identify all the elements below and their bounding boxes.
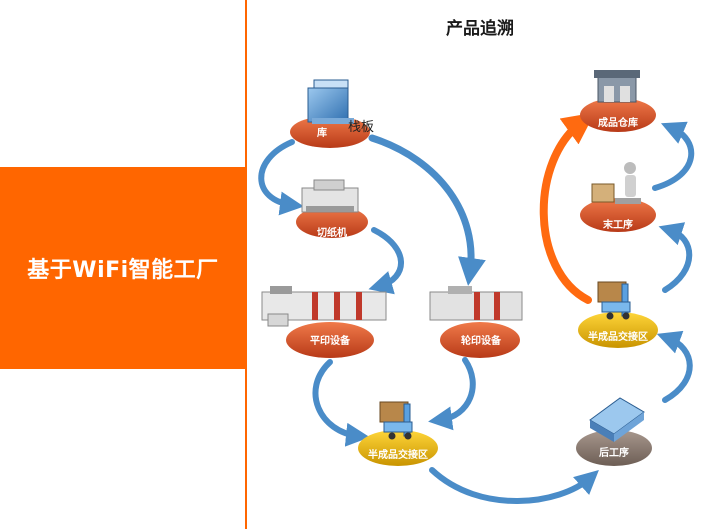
left-banner: 基于WiFi智能工厂 — [0, 167, 246, 369]
node-label-rotary-press: 轮印设备 — [461, 334, 502, 347]
node-paper-cutter: 切纸机 — [296, 179, 368, 239]
worker-packing-icon — [591, 162, 641, 204]
node-rotary-press: 轮印设备 — [429, 286, 523, 358]
stacked-sheets-icon — [589, 397, 645, 442]
forklift-icon — [597, 281, 631, 320]
banner-heading: 基于WiFi智能工厂 — [27, 258, 219, 283]
offset-press-icon — [261, 286, 387, 327]
node-semi-exchange-right: 半成品交接区 — [578, 281, 658, 348]
node-label-semi-exchange-bottom: 半成品交接区 — [368, 448, 428, 461]
vertical-divider — [245, 0, 247, 529]
arrow-final-to-finished — [652, 121, 695, 191]
node-semi-exchange-bottom: 半成品交接区 — [358, 401, 438, 466]
node-label-finished-warehouse: 成品仓库 — [598, 116, 638, 129]
node-label-final-process: 末工序 — [603, 218, 633, 231]
arrow-flat-to-semi — [312, 359, 370, 447]
node-flat-press: 平印设备 — [261, 286, 387, 358]
node-label-semi-exchange-right: 半成品交接区 — [588, 330, 648, 343]
arrow-rotary-to-semi — [428, 357, 476, 431]
forklift-icon — [379, 401, 413, 440]
paper-cutter-icon — [301, 179, 359, 213]
arrow-cutter-to-flat — [368, 227, 404, 295]
arrow-semi-to-finished-orange — [539, 112, 595, 304]
node-label-paper-cutter: 切纸机 — [317, 226, 347, 239]
stacked-sheets-icon — [307, 79, 354, 124]
arrow-warehouse-to-rotary — [368, 134, 486, 286]
pallet-note: 栈板 — [348, 120, 374, 135]
page-title: 产品追溯 — [446, 19, 514, 39]
rotary-press-icon — [429, 286, 523, 321]
arrow-post-to-semi-right — [656, 330, 693, 403]
arrow-semi-to-post — [429, 467, 599, 504]
warehouse-building-icon — [594, 70, 640, 103]
node-label-warehouse-left: 库 — [317, 126, 327, 139]
arrow-warehouse-to-cutter — [258, 139, 304, 216]
node-post-process: 后工序 — [576, 397, 652, 466]
node-warehouse-left: 库 栈板 — [290, 79, 374, 148]
arrow-semi-to-final — [658, 222, 693, 293]
node-label-flat-press: 平印设备 — [310, 334, 351, 347]
node-label-post-process: 后工序 — [599, 446, 629, 459]
node-finished-warehouse: 成品仓库 — [580, 70, 656, 132]
node-final-process: 末工序 — [580, 162, 656, 232]
flow-arrows — [258, 112, 695, 504]
